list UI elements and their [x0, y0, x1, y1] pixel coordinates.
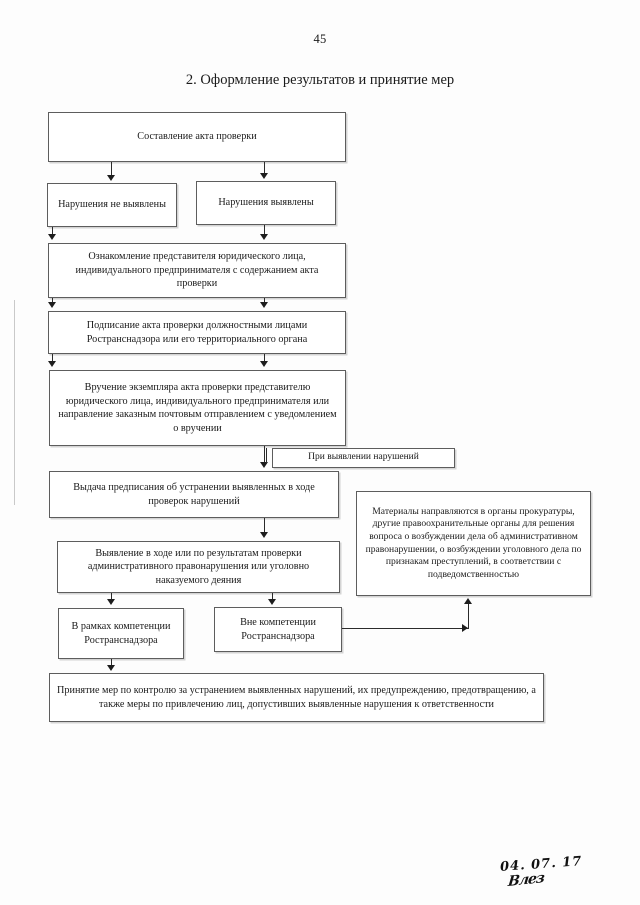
arrow-down-icon — [107, 175, 115, 181]
arrow-down-icon — [260, 302, 268, 308]
handwritten-signature: Влез — [507, 869, 545, 891]
node-violations-found: Нарушения выявлены — [196, 181, 336, 225]
arrow-down-icon — [48, 302, 56, 308]
arrow-right-icon — [462, 624, 468, 632]
connector-detection-to-within-scope — [111, 593, 113, 602]
arrow-down-icon — [48, 361, 56, 367]
node-detection: Выявление в ходе или по результатам пров… — [57, 541, 340, 593]
arrow-down-icon — [107, 599, 115, 605]
connector-detection-to-outside-scope — [272, 593, 274, 602]
arrow-down-icon — [268, 599, 276, 605]
page-title: 2. Оформление результатов и принятие мер — [185, 72, 455, 88]
connector-outside-scope-to-materials-v — [468, 604, 470, 629]
arrow-down-icon — [260, 234, 268, 240]
connector-outside-scope-to-materials-h — [342, 628, 469, 630]
connector-act-to-violations-found — [264, 162, 266, 175]
connector-within-scope-to-measures — [111, 659, 113, 668]
node-outside-scope: Вне компетенции Ространснадзора — [214, 607, 342, 652]
node-on-violation-label: При выявлении нарушений — [272, 448, 455, 468]
node-familiarization: Ознакомление представителя юридического … — [48, 243, 346, 298]
node-no-violations: Нарушения не выявлены — [47, 183, 177, 227]
connector-prescription-to-detection — [264, 518, 266, 534]
connector-act-to-no-violations — [111, 162, 113, 177]
arrow-down-icon — [260, 361, 268, 367]
connector-on-violation-stub — [266, 448, 268, 464]
connector-familiarization-to-signing-right — [264, 298, 266, 305]
node-measures: Принятие мер по контролю за устранением … — [49, 673, 544, 722]
page-number: 45 — [313, 32, 327, 46]
node-act-draft: Составление акта проверки — [48, 112, 346, 162]
connector-delivery-to-prescription — [264, 446, 266, 464]
arrow-down-icon — [48, 234, 56, 240]
connector-signing-to-delivery-right — [264, 354, 266, 363]
connector-signing-to-delivery-left — [52, 354, 54, 363]
arrow-down-icon — [260, 462, 268, 468]
connector-violations-found-to-familiarization — [264, 225, 266, 236]
node-materials-sent: Материалы направляются в органы прокурат… — [356, 491, 591, 596]
connector-no-violations-to-familiarization — [52, 227, 54, 236]
arrow-up-icon — [464, 598, 472, 604]
node-within-scope: В рамках компетенции Ространснадзора — [58, 608, 184, 659]
node-delivery: Вручение экземпляра акта проверки предст… — [49, 370, 346, 446]
arrow-down-icon — [260, 173, 268, 179]
arrow-down-icon — [107, 665, 115, 671]
scan-edge-artifact — [14, 300, 15, 505]
connector-familiarization-to-signing-left — [52, 298, 54, 305]
arrow-down-icon — [260, 532, 268, 538]
node-signing: Подписание акта проверки должностными ли… — [48, 311, 346, 354]
node-prescription: Выдача предписания об устранении выявлен… — [49, 471, 339, 518]
